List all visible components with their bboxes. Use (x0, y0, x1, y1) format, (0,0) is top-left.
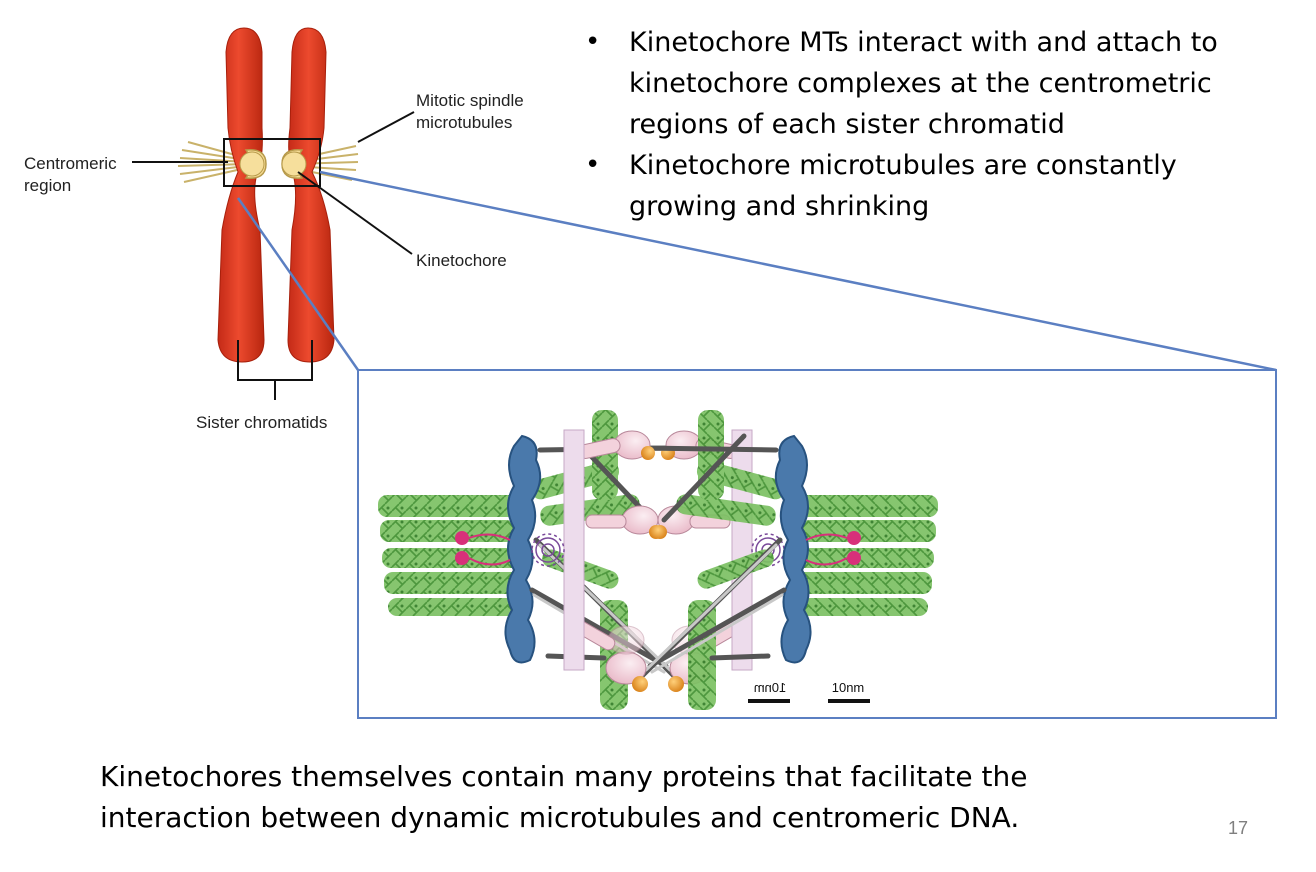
scale-bar-left: 10nm (748, 680, 790, 703)
left-chromatid (217, 27, 265, 363)
centromeric-region-label: Centromeric (24, 154, 117, 173)
page-number: 17 (1228, 818, 1249, 838)
chromosome (177, 27, 359, 400)
blue-protein-column-left (504, 434, 542, 664)
sister-chromatids-label: Sister chromatids (196, 413, 327, 432)
orange-subunits-right (632, 446, 663, 692)
zoom-connector-bottom (236, 197, 360, 371)
zoom-panel-frame (357, 369, 1277, 719)
microtubule-plane-left (731, 429, 753, 671)
blue-protein-column-right (774, 434, 812, 664)
pink-head-proteins-right (574, 430, 659, 685)
scale-bar-right: 10nm (828, 680, 870, 703)
scale-bar-left-label: 10nm (754, 680, 787, 695)
scale-bar-right-label: 10nm (832, 680, 865, 695)
magenta-markers-left (455, 531, 511, 566)
kinetochore-label: Kinetochore (416, 251, 507, 270)
bullet-item-attach: Kinetochore MTs interact with and attach… (585, 22, 1285, 145)
right-chromatid (287, 27, 335, 363)
mitotic-spindle-label: Mitotic spindle (416, 91, 524, 110)
mitotic-spindle-leader (357, 111, 415, 143)
green-protein-fibers-right (676, 410, 938, 710)
bullet-item-dynamic: Kinetochore microtubules are constantly … (585, 145, 1285, 227)
slide-caption: Kinetochores themselves contain many pro… (100, 760, 1028, 834)
bullet-list: Kinetochore MTs interact with and attach… (585, 22, 1285, 227)
magenta-markers-right (805, 531, 861, 566)
kinetochore-leader (297, 171, 413, 255)
right-kinetochore-assembly (531, 410, 938, 710)
kinetochore-molecular-panel: 10nm 10nm (357, 369, 1277, 719)
centromeric-region-label-2: region (24, 176, 71, 195)
mitotic-spindle-label-2: microtubules (416, 113, 512, 132)
microtubule-cross-section-right (531, 533, 565, 567)
microtubule-plane-right (563, 429, 585, 671)
zoom-connector-top (319, 170, 1277, 372)
sister-chromatids-bracket (237, 340, 313, 400)
